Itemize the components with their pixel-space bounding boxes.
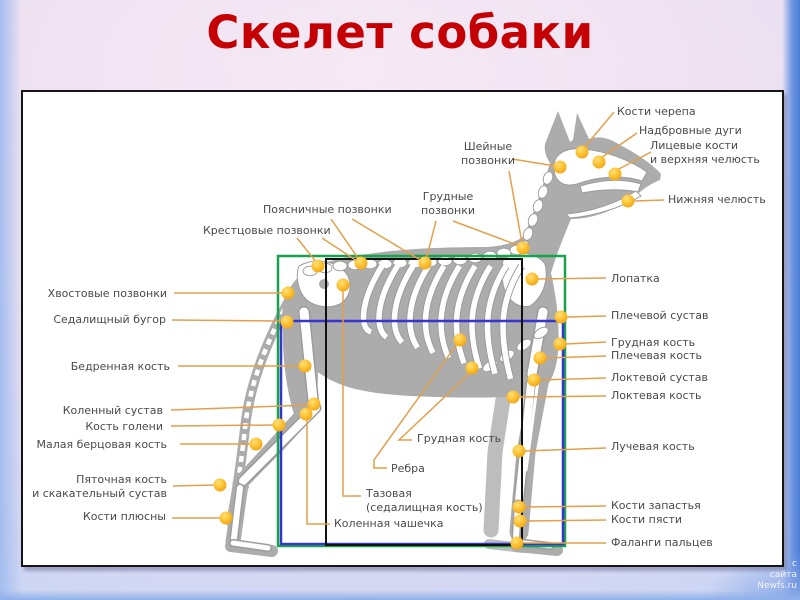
label-humerus: Плечевая кость — [611, 349, 702, 362]
label-knee-joint: Коленный сустав — [62, 404, 163, 417]
background-left-band — [0, 0, 22, 600]
label-heel-hock: Пяточная кость и скакательный сустав — [32, 473, 167, 500]
label-shin-bone: Кость голени — [85, 420, 163, 433]
label-lower-jaw: Нижняя челюсть — [668, 193, 766, 206]
label-sternum-center: Грудная кость — [417, 432, 502, 445]
label-lumbar-vertebrae: Поясничные позвонки — [263, 203, 392, 216]
label-brow-ridges: Надбровные дуги — [639, 124, 742, 137]
background-right-band — [782, 0, 800, 600]
label-carpus: Кости запастья — [611, 499, 701, 512]
label-cervical-vertebrae: Шейные позвонки — [461, 140, 515, 167]
page-title: Скелет собаки — [206, 6, 594, 59]
label-scapula: Лопатка — [611, 272, 660, 285]
label-facial-bones: Лицевые кости и верхняя челюсть — [650, 139, 760, 166]
label-ribs: Ребра — [391, 462, 425, 475]
label-fibula: Малая берцовая кость — [36, 438, 167, 451]
label-phalanges: Фаланги пальцев — [611, 536, 713, 549]
label-ulna: Локтевая кость — [611, 389, 702, 402]
label-radius: Лучевая кость — [611, 440, 695, 453]
label-elbow-joint: Локтевой сустав — [611, 371, 708, 384]
label-sternum-right: Грудная кость — [611, 336, 696, 349]
label-sacral-vertebrae: Крестцовые позвонки — [203, 224, 331, 237]
label-femur: Бедренная кость — [70, 360, 170, 373]
label-skull-bones: Кости черепа — [617, 105, 696, 118]
site-watermark: с сайта Newfs.ru — [757, 559, 797, 591]
label-metatarsus: Кости плюсны — [82, 510, 166, 523]
label-metacarpus: Кости пясти — [611, 513, 683, 526]
label-ischial-tuber: Седалищный бугор — [53, 313, 166, 326]
label-shoulder-joint: Плечевой сустав — [611, 309, 709, 322]
label-pelvis: Тазовая (седалищная кость) — [366, 487, 483, 514]
background-bottom-band — [0, 590, 800, 600]
label-kneecap: Коленная чашечка — [334, 517, 444, 530]
label-caudal-vertebrae: Хвостовые позвонки — [47, 287, 167, 300]
label-thoracic-vertebrae: Грудные позвонки — [421, 190, 475, 217]
